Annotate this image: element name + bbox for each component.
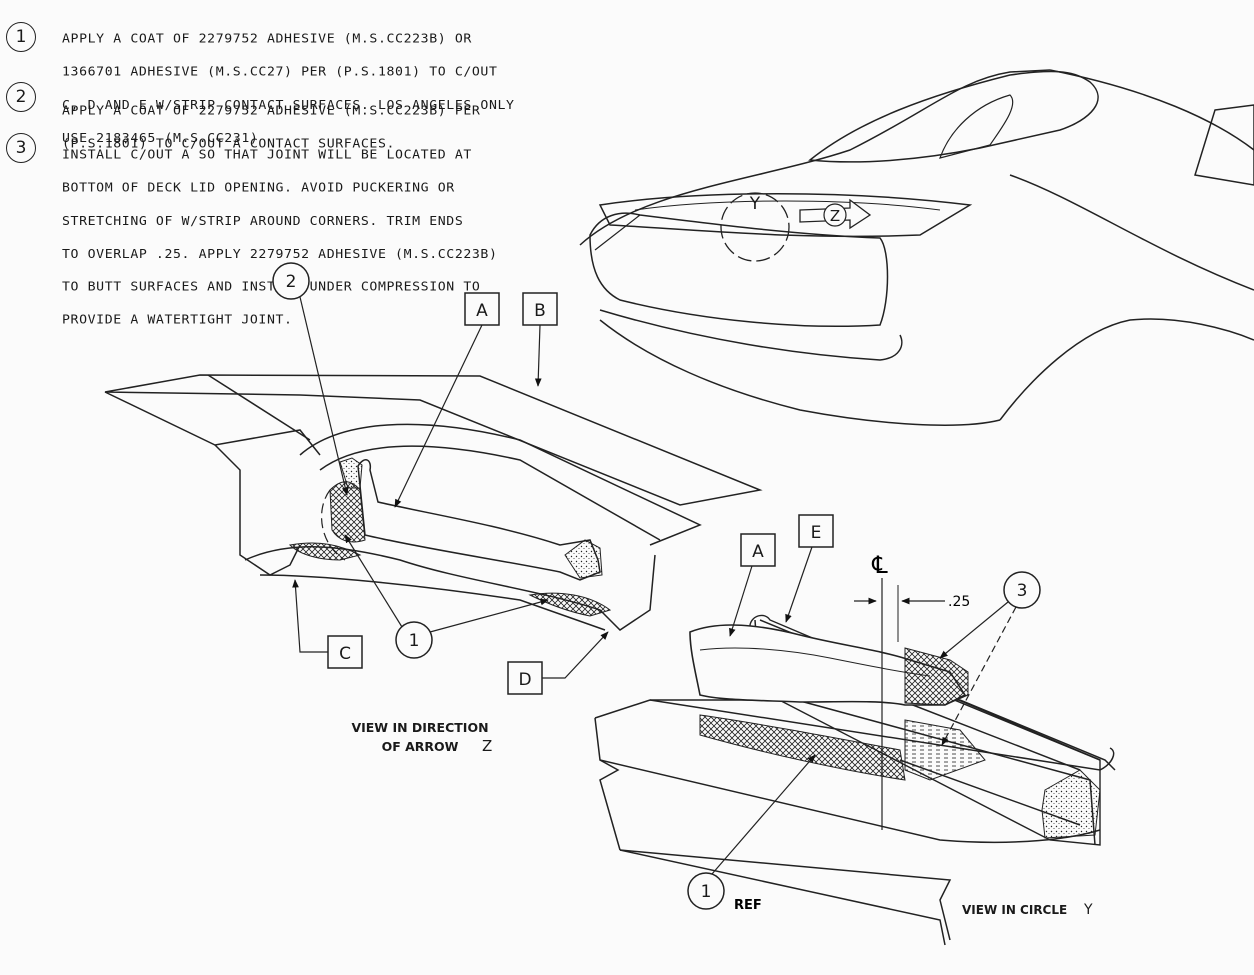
note-1-number: 1: [6, 22, 36, 52]
view-z-left-flange: [104, 391, 321, 456]
view-y-callout-1: 1 REF: [687, 754, 816, 913]
car-rear-wheel-arch: [999, 318, 1254, 421]
dimension-value: .25: [948, 594, 970, 610]
centerline-symbol: ℄: [871, 551, 888, 579]
note-line: TO OVERLAP .25. APPLY 2279752 ADHESIVE (…: [62, 247, 498, 262]
view-y-strip-a-inner: [699, 647, 931, 677]
car-quarter-panel: [1009, 174, 1254, 291]
view-z-inner-curve: [319, 445, 661, 541]
car-rear-window: [808, 70, 1099, 163]
callout-b-label: B: [534, 301, 546, 321]
car-rear-panel: [589, 212, 889, 328]
view-z-hatch-right: [528, 592, 612, 617]
car-rear-window-inner: [939, 94, 1014, 159]
view-z-floor-edge: [259, 574, 606, 631]
view-z-channel-curve: [299, 423, 702, 546]
view-z-caption-line2: OF ARROW: [382, 739, 459, 754]
view-y-strip-a: [689, 624, 967, 706]
view-y-callout-a: A: [729, 533, 776, 637]
view-z-callout-b: B: [522, 292, 558, 387]
view-y-front-face: [599, 759, 1101, 844]
view-z-illustration: [104, 374, 763, 631]
note-line: USE 2183465 (M.S.CC231): [62, 131, 259, 146]
view-y-callout-e: E: [785, 514, 834, 623]
note-line: BOTTOM OF DECK LID OPENING. AVOID PUCKER…: [62, 181, 455, 196]
callout-1-label: 1: [701, 882, 712, 902]
note-line: STRETCHING OF W/STRIP AROUND CORNERS. TR…: [62, 214, 464, 229]
callout-a-label: A: [476, 301, 488, 321]
car-body-side: [1049, 69, 1254, 151]
circle-y-label: Y: [749, 194, 761, 214]
note-2: 2 APPLY A COAT OF 2279752 ADHESIVE (M.S.…: [6, 82, 480, 177]
car-roofline: [579, 69, 1051, 246]
note-2-number: 2: [6, 82, 36, 112]
view-z-sponge-end: [564, 539, 603, 579]
view-z-channel-left: [214, 444, 301, 576]
circle-y-indicator: Y: [720, 192, 790, 262]
view-z-caption: VIEW IN DIRECTION OF ARROW Z: [351, 720, 492, 755]
note-1-text: APPLY A COAT OF 2279752 ADHESIVE (M.S.CC…: [62, 12, 515, 166]
view-y-strip-e: [749, 614, 1101, 846]
view-z-sponge-top: [339, 457, 363, 489]
car-lower-body: [599, 319, 1001, 426]
view-y-centerline: ℄: [871, 551, 888, 830]
callout-1-label: 1: [409, 631, 420, 651]
view-y-caption-letter: Y: [1083, 902, 1093, 918]
view-z-callout-2: 2: [272, 262, 349, 496]
note-line: PROVIDE A WATERTIGHT JOINT.: [62, 313, 293, 328]
arrow-z-label: Z: [830, 207, 840, 225]
view-y-left-face: [594, 717, 621, 851]
callout-e-label: E: [811, 523, 822, 543]
view-z-cutaway-arc: [321, 489, 346, 561]
view-z-callout-c: C: [292, 579, 363, 669]
view-z-top-flange: [104, 374, 763, 506]
view-y-sponge-end: [1041, 769, 1101, 839]
note-line: C, D AND E W/STRIP CONTACT SURFACES. LOS…: [62, 98, 515, 113]
arrow-z-indicator: Z: [799, 198, 872, 230]
view-z-panel-seam: [207, 374, 311, 441]
view-y-inner-line: [899, 699, 1081, 771]
view-y-hatch-floor: [699, 714, 906, 781]
view-z-caption-line1: VIEW IN DIRECTION: [351, 720, 488, 735]
note-line: INSTALL C/OUT A SO THAT JOINT WILL BE LO…: [62, 148, 472, 163]
note-line: (P.S.1801) TO C/OUT A CONTACT SURFACES.: [62, 137, 396, 152]
view-y-base: [619, 849, 946, 946]
callout-c-label: C: [339, 644, 351, 664]
note-line: 1366701 ADHESIVE (M.S.CC27) PER (P.S.180…: [62, 65, 498, 80]
callout-d-label: D: [518, 670, 531, 690]
car-deck-lid: [598, 193, 973, 238]
view-z-hatch-bottom: [288, 542, 362, 561]
view-y-hatch-overlap: [904, 647, 969, 706]
car-tail: [594, 214, 641, 251]
car-rear-illustration: [579, 69, 1254, 426]
note-line: TO BUTT SURFACES AND INSTALL UNDER COMPR…: [62, 280, 481, 295]
note-3-text: INSTALL C/OUT A SO THAT JOINT WILL BE LO…: [62, 128, 498, 348]
car-deck-lid-inner: [634, 200, 941, 211]
view-y-caption: VIEW IN CIRCLE Y: [962, 902, 1093, 918]
view-z-hatch-left: [329, 481, 366, 543]
view-y-caption-text: VIEW IN CIRCLE: [962, 903, 1067, 917]
view-y-callout-3: 3: [939, 571, 1041, 746]
view-z-callout-d: D: [507, 631, 609, 695]
note-line: APPLY A COAT OF 2279752 ADHESIVE (M.S.CC…: [62, 104, 481, 119]
note-1: 1 APPLY A COAT OF 2279752 ADHESIVE (M.S.…: [6, 22, 515, 174]
note-3: 3 INSTALL C/OUT A SO THAT JOINT WILL BE …: [6, 133, 498, 360]
view-z-callout-1: 1: [344, 534, 549, 659]
ref-label: REF: [734, 898, 762, 913]
view-y-dimension: .25: [854, 585, 970, 642]
note-3-number: 3: [6, 133, 36, 163]
view-z-caption-arrow: Z: [482, 737, 492, 755]
view-y-long-edge: [619, 849, 952, 941]
car-bumper: [599, 309, 903, 361]
callout-a-label: A: [752, 542, 764, 562]
callout-2-label: 2: [286, 272, 297, 292]
note-2-text: APPLY A COAT OF 2279752 ADHESIVE (M.S.CC…: [62, 84, 480, 172]
view-z-strip-a: [357, 459, 601, 581]
view-z-callout-a: A: [394, 292, 500, 508]
callout-3-label: 3: [1017, 581, 1028, 601]
car-far-side-window: [1194, 104, 1254, 186]
note-line: APPLY A COAT OF 2279752 ADHESIVE (M.S.CC…: [62, 32, 472, 47]
